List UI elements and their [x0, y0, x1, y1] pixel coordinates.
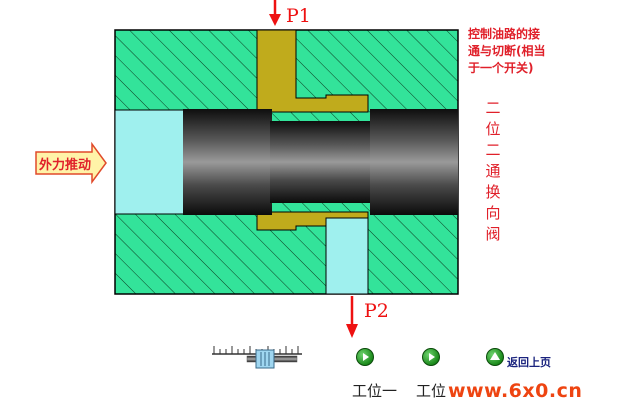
spool-right-land	[370, 109, 458, 215]
valve-name-char: 换	[485, 183, 501, 201]
force-arrow	[35, 141, 107, 185]
position-one-label[interactable]: 工位一	[352, 382, 398, 400]
watermark: www.6x0.cn	[448, 380, 583, 402]
p1-label: P1	[286, 5, 311, 27]
play-icon	[429, 353, 435, 361]
caption-line: 控制油路的接	[468, 27, 541, 41]
p2-arrow	[346, 324, 358, 338]
back-label[interactable]: 返回上页	[507, 356, 551, 369]
left-chamber	[114, 109, 186, 215]
position-two-label[interactable]: 工位	[416, 382, 447, 400]
p2-label: P2	[364, 300, 389, 322]
p2-port	[325, 217, 369, 295]
spool-left-land	[183, 109, 272, 215]
caption-line: 通与切断(相当	[468, 44, 546, 58]
position-one-button[interactable]	[356, 348, 374, 366]
p1-oil-port	[256, 29, 369, 113]
valve-name-char: 向	[485, 204, 501, 222]
up-arrow-icon	[490, 352, 500, 360]
back-button[interactable]	[486, 348, 504, 366]
valve-name-char: 通	[485, 162, 501, 180]
caption: 控制油路的接 通与切断(相当 于一个开关)	[468, 26, 546, 77]
spool-stem	[270, 121, 372, 203]
p1-arrow	[269, 14, 281, 26]
position-two-button[interactable]	[422, 348, 440, 366]
valve-name-char: 位	[485, 120, 501, 138]
valve-name-char: 二	[485, 99, 501, 117]
force-label: 外力推动	[39, 158, 92, 173]
valve-name-vertical: 二 位 二 通 换 向 阀	[483, 98, 503, 245]
play-icon	[363, 353, 369, 361]
valve-name-char: 二	[485, 141, 501, 159]
valve-name-char: 阀	[485, 225, 501, 243]
caption-line: 于一个开关)	[468, 61, 534, 75]
